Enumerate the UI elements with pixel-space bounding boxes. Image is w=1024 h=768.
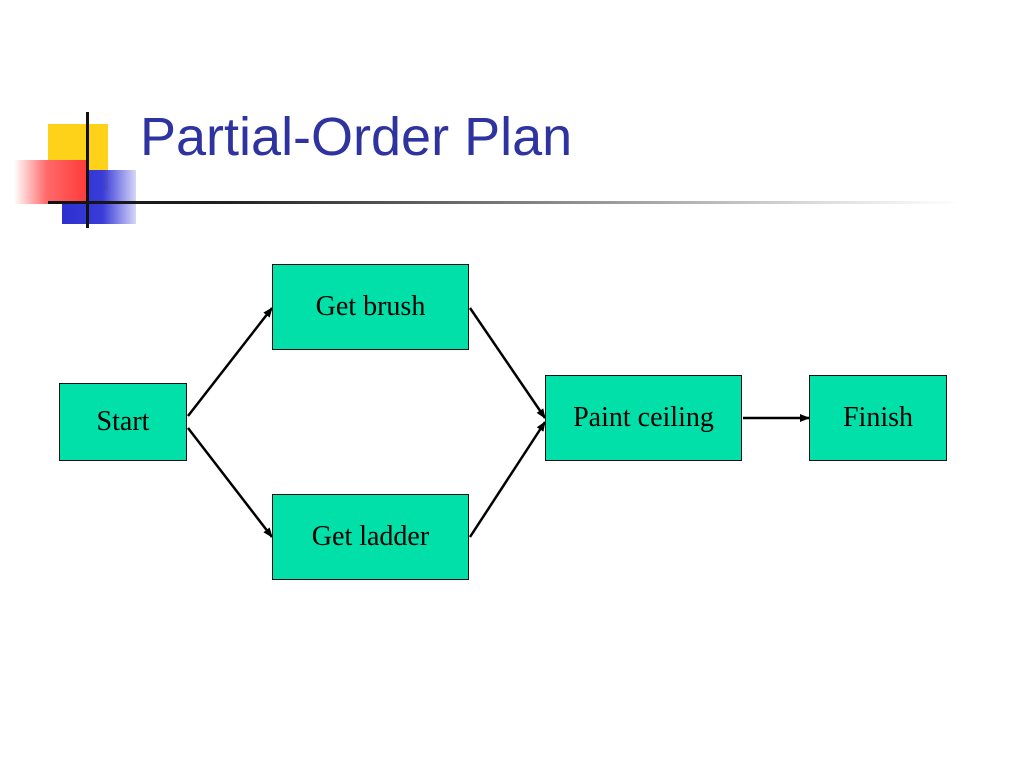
logo-vertical-line xyxy=(86,112,89,228)
edge-start-to-ladder xyxy=(187,427,273,538)
title-underline xyxy=(48,201,960,204)
node-finish: Finish xyxy=(809,375,947,461)
edge-ladder-to-paint xyxy=(468,421,547,538)
logo-red-square xyxy=(14,160,86,204)
node-paint-ceiling: Paint ceiling xyxy=(545,375,742,461)
edge-start-to-brush xyxy=(187,307,273,417)
edge-brush-to-paint xyxy=(468,307,547,419)
slide-title: Partial-Order Plan xyxy=(140,107,573,167)
node-get-brush: Get brush xyxy=(272,264,469,350)
node-start: Start xyxy=(59,383,187,461)
node-get-ladder: Get ladder xyxy=(272,494,469,580)
